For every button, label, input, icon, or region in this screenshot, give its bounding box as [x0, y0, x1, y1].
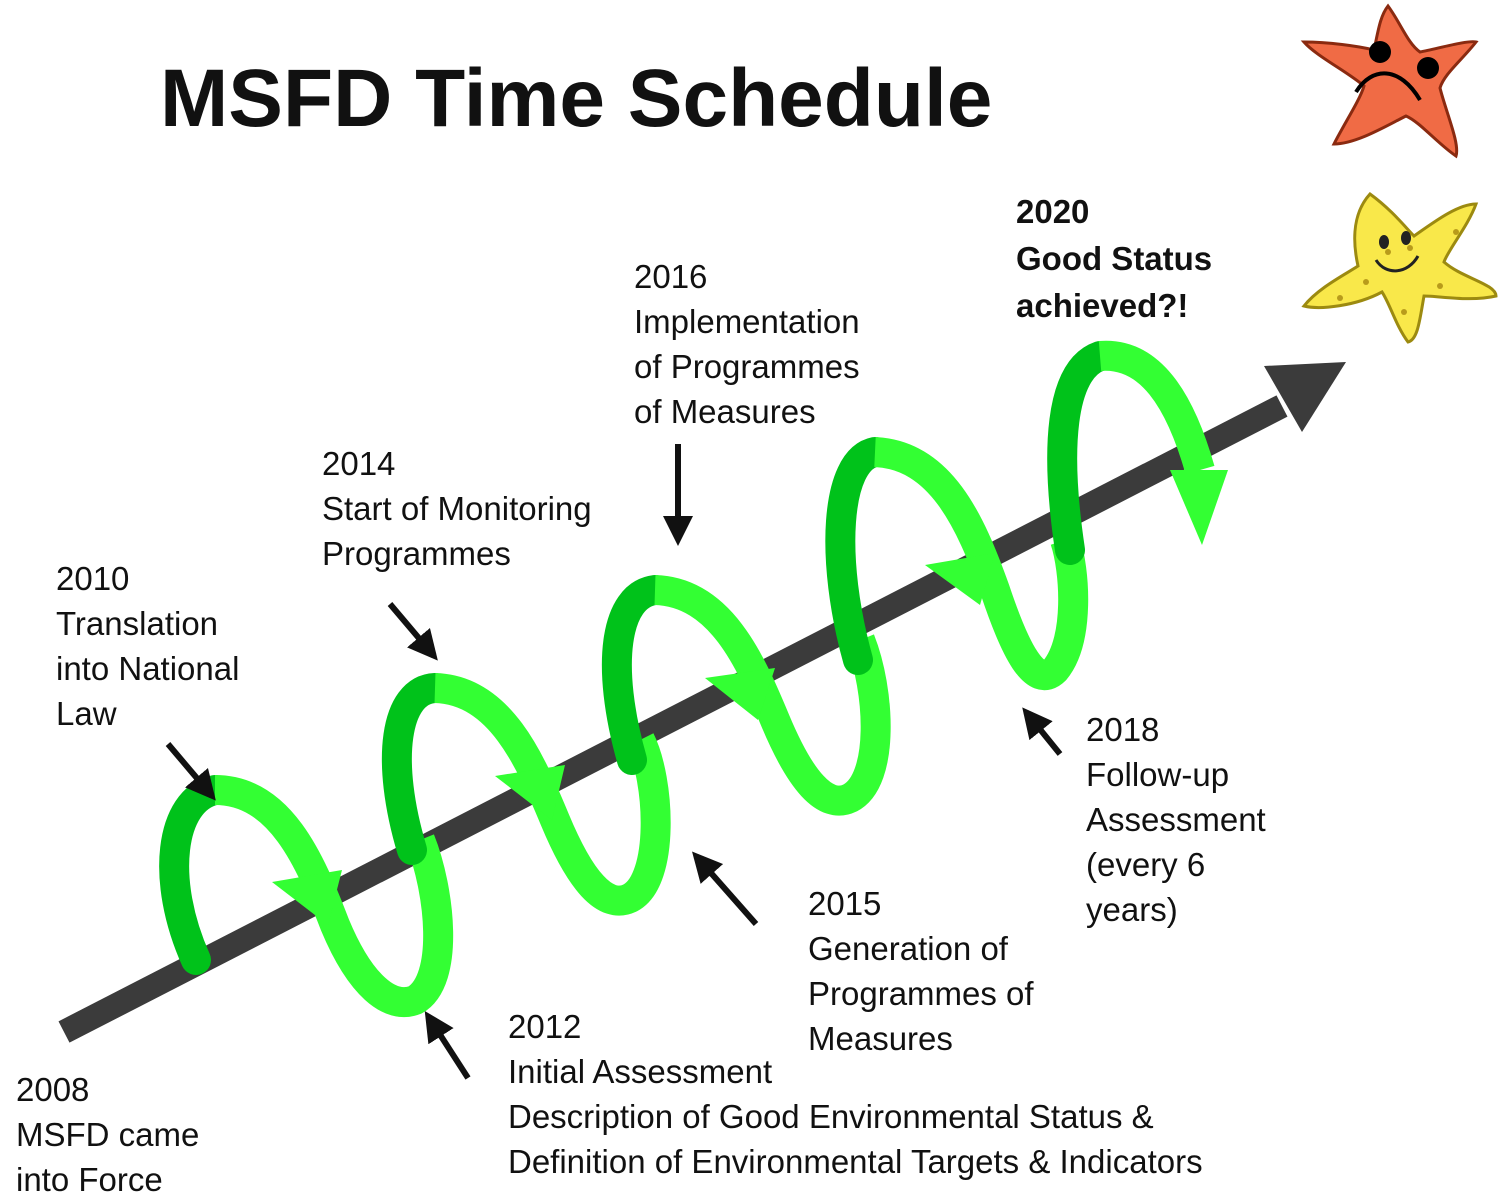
milestone-text: Measures [808, 1020, 953, 1057]
milestone-2010: 2010 Translation into National Law [56, 556, 239, 736]
spiral-loop-3 [601, 575, 891, 816]
milestone-text: Good Status [1016, 240, 1213, 277]
milestone-text: into National [56, 650, 240, 687]
milestone-text: achieved?! [1016, 287, 1189, 324]
milestone-text: (every 6 [1086, 846, 1206, 883]
milestone-2008: 2008 MSFD came into Force [16, 1067, 199, 1202]
spiral-loop-2 [381, 673, 671, 916]
milestone-year: 2010 [56, 560, 130, 597]
milestone-text: of Programmes [634, 348, 860, 385]
milestone-2014: 2014 Start of Monitoring Programmes [322, 441, 592, 576]
milestone-year: 2020 [1016, 193, 1090, 230]
milestone-text: Implementation [634, 303, 860, 340]
milestone-text: Start of Monitoring [322, 490, 592, 527]
milestone-text: Definition of Environmental Targets & In… [508, 1143, 1203, 1180]
milestone-year: 2012 [508, 1008, 582, 1045]
milestone-text: Initial Assessment [508, 1053, 773, 1090]
milestone-text: Assessment [1086, 801, 1266, 838]
milestone-text: Description of Good Environmental Status… [508, 1098, 1154, 1135]
pointer-arrow-2010 [165, 742, 216, 801]
milestone-year: 2015 [808, 885, 882, 922]
milestone-text: of Measures [634, 393, 816, 430]
page-title: MSFD Time Schedule [160, 53, 993, 144]
pointer-arrow-2014 [387, 602, 438, 661]
milestone-2018: 2018 Follow-up Assessment (every 6 years… [1086, 707, 1266, 932]
milestone-2012: 2012 Initial Assessment Description of G… [508, 1004, 1203, 1184]
sad-starfish-icon [1300, 3, 1479, 159]
milestone-text: Follow-up [1086, 756, 1230, 793]
milestone-text: years) [1086, 891, 1178, 928]
pointer-arrow-2012 [424, 1010, 471, 1080]
milestone-text: Programmes of [808, 975, 1034, 1012]
milestone-year: 2018 [1086, 711, 1160, 748]
milestone-year: 2008 [16, 1071, 90, 1108]
milestone-text: MSFD came [16, 1116, 200, 1153]
spiral-loop-4 [825, 437, 1089, 690]
happy-starfish-icon [1301, 191, 1498, 344]
milestone-text: Programmes [322, 535, 511, 572]
milestone-2015: 2015 Generation of Programmes of Measure… [808, 881, 1034, 1061]
timeline-arrow-head [1264, 362, 1346, 432]
pointer-arrow-2015 [692, 851, 759, 926]
milestone-year: 2014 [322, 445, 396, 482]
spiral-loop-5 [1047, 340, 1228, 565]
milestone-year: 2016 [634, 258, 708, 295]
milestone-2020: 2020 Good Status achieved?! [1016, 188, 1212, 329]
milestone-2016: 2016 Implementation of Programmes of Mea… [634, 254, 860, 434]
milestone-text: into Force [16, 1161, 163, 1198]
milestone-text: Law [56, 695, 117, 732]
milestone-text: Generation of [808, 930, 1008, 967]
milestone-text: Translation [56, 605, 219, 642]
pointer-arrow-2018 [1022, 707, 1063, 756]
